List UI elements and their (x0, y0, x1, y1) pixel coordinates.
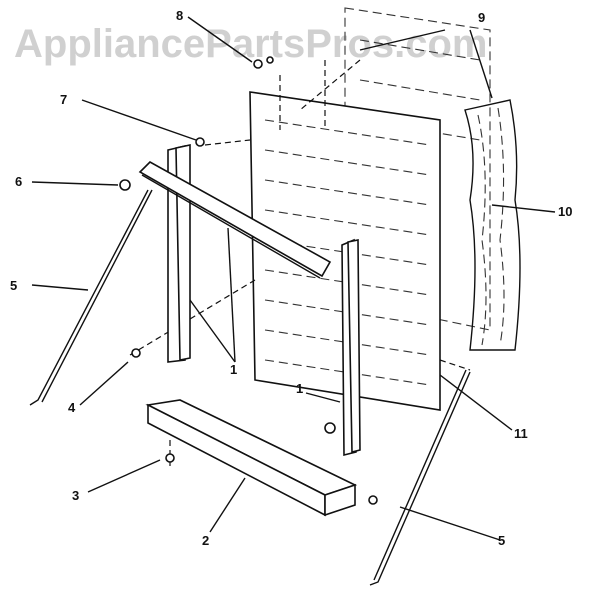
callout-labels: 8 9 7 6 10 5 1 1 4 11 3 2 5 (10, 8, 572, 548)
callout-10: 10 (558, 204, 572, 219)
callout-7: 7 (60, 92, 67, 107)
callout-1-left: 1 (230, 362, 237, 377)
callout-1-right: 1 (296, 381, 303, 396)
support-rods (29, 189, 471, 586)
leader-lines (31, 16, 556, 541)
right-vertical-bracket (341, 238, 361, 457)
left-vertical-bracket (167, 144, 191, 363)
hardware (119, 56, 378, 505)
callout-6: 6 (15, 174, 22, 189)
callout-3: 3 (72, 488, 79, 503)
top-cross-brace (138, 161, 332, 279)
callout-5-left: 5 (10, 278, 17, 293)
watermark: AppliancePartsPros.com (14, 22, 488, 66)
callout-5-right: 5 (498, 533, 505, 548)
callout-9: 9 (478, 10, 485, 25)
bottom-bracket (145, 399, 358, 517)
callout-2: 2 (202, 533, 209, 548)
door-seal (464, 99, 521, 351)
callout-8: 8 (176, 8, 183, 23)
callout-4: 4 (68, 400, 76, 415)
callout-11: 11 (514, 426, 528, 441)
